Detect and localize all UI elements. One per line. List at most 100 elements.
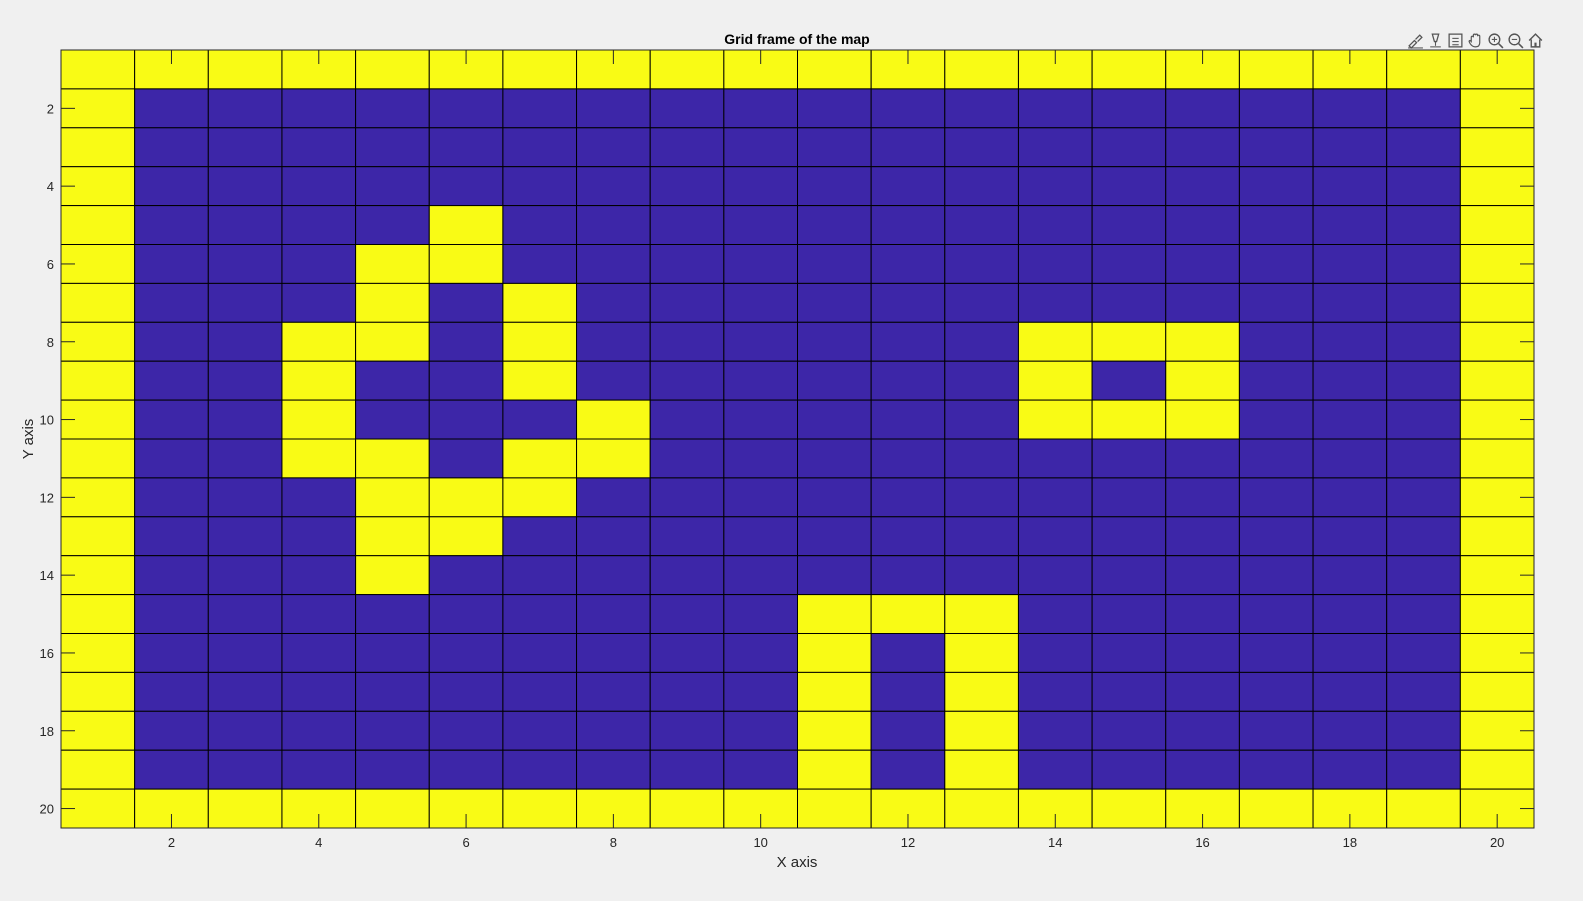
x-tick-label: 16 xyxy=(1195,835,1209,850)
legend-icon[interactable] xyxy=(1446,30,1465,50)
free-cell xyxy=(723,555,798,596)
free-cell xyxy=(281,710,357,751)
y-tick-label: 2 xyxy=(47,101,54,116)
free-cell xyxy=(502,671,578,712)
free-cell xyxy=(649,438,725,479)
free-cell xyxy=(428,594,504,634)
free-cell xyxy=(207,244,283,284)
obstacle-cell xyxy=(428,516,504,557)
free-cell xyxy=(355,88,430,129)
free-cell xyxy=(207,282,283,323)
obstacle-cell xyxy=(1238,788,1314,829)
free-cell xyxy=(502,710,578,751)
free-cell xyxy=(1017,749,1093,790)
obstacle-cell xyxy=(1459,671,1535,712)
free-cell xyxy=(1165,555,1240,596)
free-cell xyxy=(1238,360,1314,401)
zoom-out-icon[interactable] xyxy=(1506,30,1525,50)
x-tick-label: 20 xyxy=(1490,835,1504,850)
obstacle-cell xyxy=(797,49,872,90)
free-cell xyxy=(207,166,283,207)
chart-title: Grid frame of the map xyxy=(724,31,869,47)
free-cell xyxy=(1312,244,1388,284)
free-cell xyxy=(1386,710,1461,751)
free-cell xyxy=(1386,282,1461,323)
free-cell xyxy=(281,594,357,634)
free-cell xyxy=(1312,166,1388,207)
free-cell xyxy=(1165,166,1240,207)
obstacle-cell xyxy=(355,788,430,829)
free-cell xyxy=(649,88,725,129)
free-cell xyxy=(649,516,725,557)
free-cell xyxy=(134,282,209,323)
zoom-in-icon[interactable] xyxy=(1486,30,1505,50)
free-cell xyxy=(723,321,798,362)
free-cell xyxy=(576,127,651,168)
free-cell xyxy=(576,633,651,673)
free-cell xyxy=(870,633,946,673)
obstacle-cell xyxy=(797,671,872,712)
obstacle-cell xyxy=(944,594,1019,634)
free-cell xyxy=(281,88,357,129)
free-cell xyxy=(355,205,430,246)
free-cell xyxy=(1017,516,1093,557)
free-cell xyxy=(207,633,283,673)
free-cell xyxy=(1238,749,1314,790)
free-cell xyxy=(1017,633,1093,673)
home-icon[interactable] xyxy=(1526,30,1545,50)
free-cell xyxy=(649,244,725,284)
free-cell xyxy=(207,438,283,479)
x-tick-label: 4 xyxy=(315,835,322,850)
free-cell xyxy=(797,516,872,557)
free-cell xyxy=(1386,244,1461,284)
data-tip-icon[interactable] xyxy=(1426,30,1445,50)
free-cell xyxy=(944,555,1019,596)
free-cell xyxy=(1017,438,1093,479)
free-cell xyxy=(207,205,283,246)
free-cell xyxy=(207,555,283,596)
free-cell xyxy=(1091,555,1167,596)
free-cell xyxy=(1386,127,1461,168)
free-cell xyxy=(1165,633,1240,673)
free-cell xyxy=(281,282,357,323)
free-cell xyxy=(281,477,357,518)
free-cell xyxy=(207,477,283,518)
free-cell xyxy=(1165,438,1240,479)
obstacle-cell xyxy=(207,49,283,90)
free-cell xyxy=(1386,166,1461,207)
pan-icon[interactable] xyxy=(1466,30,1485,50)
obstacle-cell xyxy=(355,438,430,479)
free-cell xyxy=(1312,555,1388,596)
free-cell xyxy=(1165,88,1240,129)
obstacle-cell xyxy=(60,438,136,479)
free-cell xyxy=(207,516,283,557)
free-cell xyxy=(649,205,725,246)
free-cell xyxy=(723,244,798,284)
free-cell xyxy=(1017,555,1093,596)
free-cell xyxy=(870,282,946,323)
free-cell xyxy=(134,671,209,712)
free-cell xyxy=(723,166,798,207)
obstacle-cell xyxy=(944,671,1019,712)
y-tick-label: 6 xyxy=(47,257,54,272)
free-cell xyxy=(428,710,504,751)
free-cell xyxy=(649,166,725,207)
free-cell xyxy=(428,399,504,440)
free-cell xyxy=(797,321,872,362)
free-cell xyxy=(649,555,725,596)
free-cell xyxy=(428,127,504,168)
free-cell xyxy=(870,127,946,168)
free-cell xyxy=(428,282,504,323)
obstacle-cell xyxy=(1238,49,1314,90)
obstacle-cell xyxy=(944,633,1019,673)
free-cell xyxy=(281,633,357,673)
free-cell xyxy=(649,127,725,168)
free-cell xyxy=(870,749,946,790)
free-cell xyxy=(502,555,578,596)
free-cell xyxy=(1091,88,1167,129)
brush-icon[interactable] xyxy=(1406,30,1425,50)
free-cell xyxy=(1165,749,1240,790)
obstacle-cell xyxy=(1459,438,1535,479)
free-cell xyxy=(870,88,946,129)
